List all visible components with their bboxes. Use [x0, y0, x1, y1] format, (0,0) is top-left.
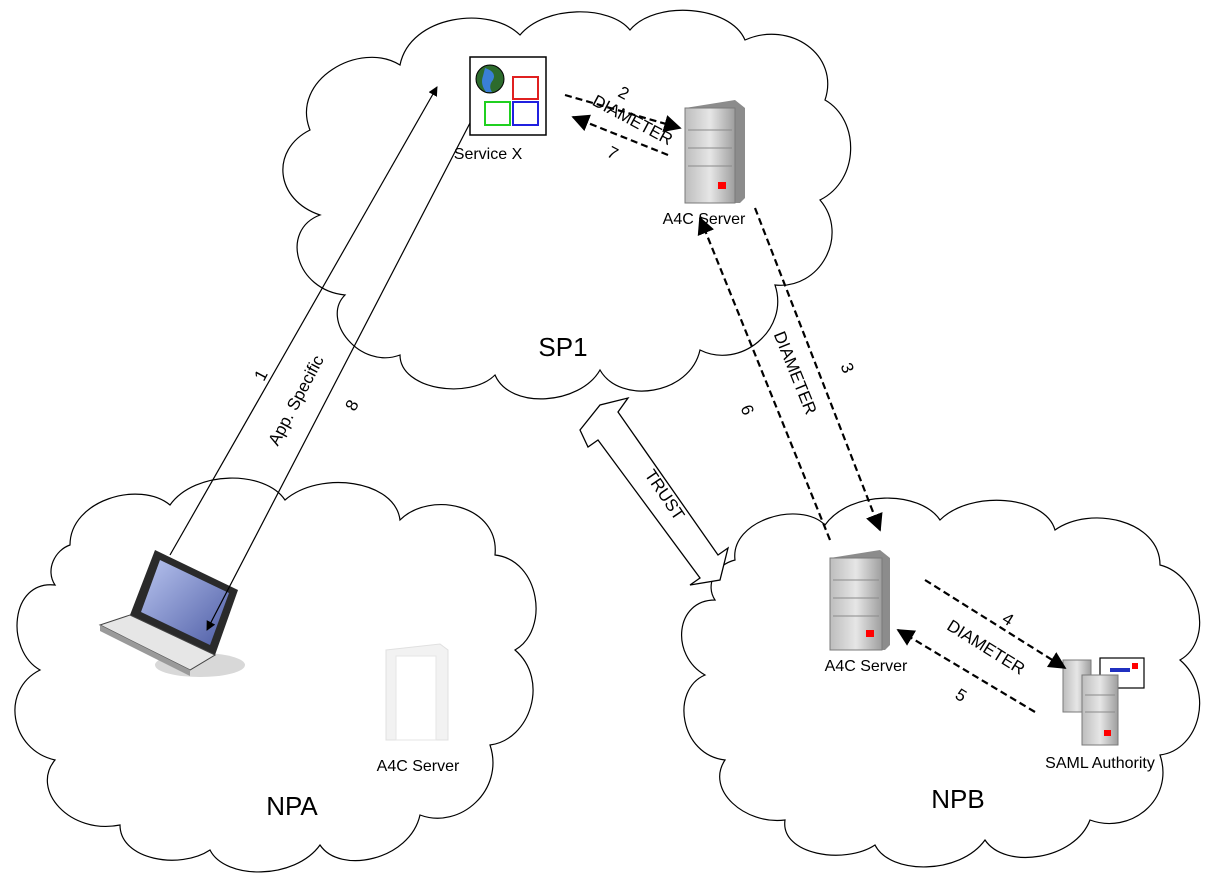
link-8-arrow [206, 122, 471, 631]
link-6-arrow [697, 216, 832, 541]
link-3-arrow [753, 207, 883, 532]
step-3-label: 3 [837, 360, 858, 376]
step-1-label: 1 [251, 367, 272, 384]
link-5-arrow [896, 629, 1036, 713]
npb-server-label: A4C Server [825, 658, 908, 675]
npa-server-icon [385, 643, 449, 741]
npa-server-label: A4C Server [377, 758, 460, 775]
npb-label: NPB [931, 784, 984, 814]
sp1-server-label: A4C Server [663, 211, 746, 228]
step-8-label: 8 [342, 397, 363, 414]
link-7-arrow [571, 114, 669, 157]
app-specific-label: App. Specific [264, 352, 328, 449]
saml-authority-icon [1062, 657, 1145, 746]
trust-arrow [579, 396, 730, 586]
link-4-arrow [924, 579, 1067, 669]
npb-cloud [681, 497, 1201, 868]
sp1-label: SP1 [538, 332, 587, 362]
link-1-arrow [169, 86, 438, 556]
diameter-label-sp1-npb: DIAMETER [770, 329, 821, 418]
npb-server-icon [829, 550, 890, 651]
link-2-arrow [564, 93, 682, 133]
step-6-label: 6 [737, 402, 758, 418]
service-x-icon [469, 56, 547, 136]
service-x-label: Service X [454, 146, 523, 163]
sp1-server-icon [684, 100, 745, 204]
saml-authority-label: SAML Authority [1045, 755, 1155, 772]
npa-label: NPA [266, 791, 318, 821]
